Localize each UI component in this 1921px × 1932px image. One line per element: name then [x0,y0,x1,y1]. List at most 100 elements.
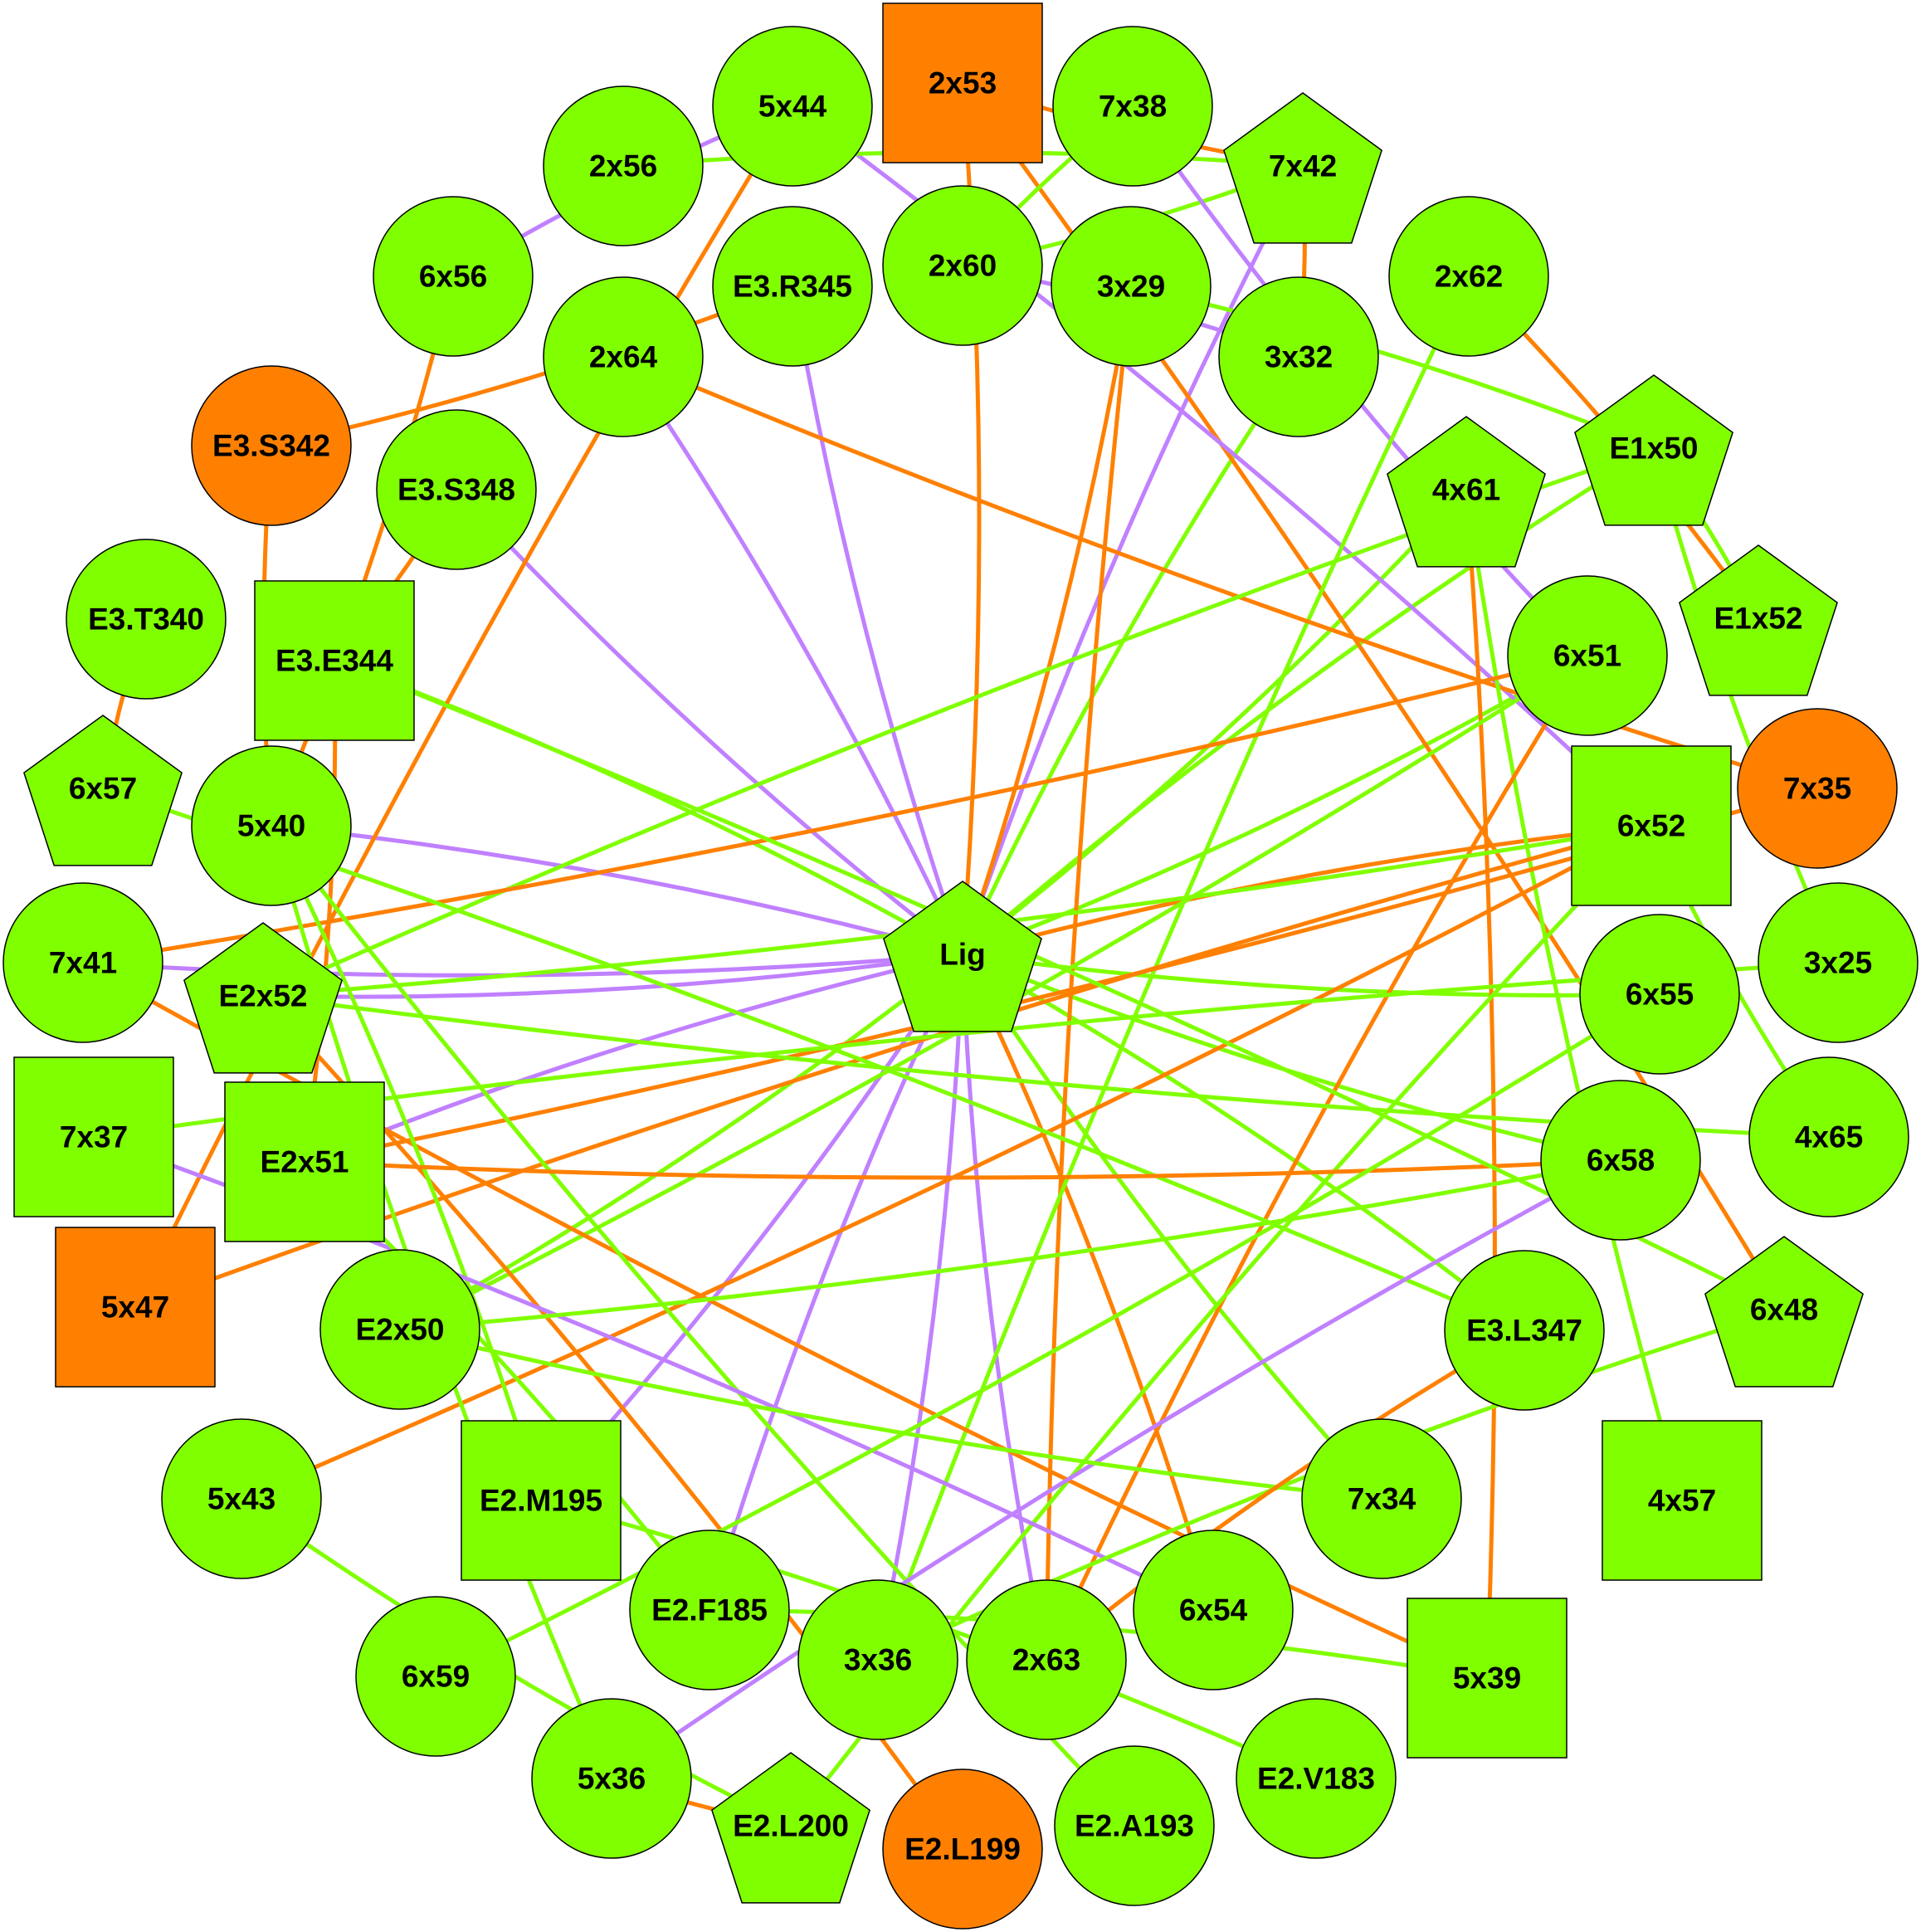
node-7x42: 7x42 [1223,92,1382,244]
node-6x56: 6x56 [373,196,534,357]
node-3x32: 3x32 [1218,276,1379,437]
node-circle-shape [531,1698,692,1859]
node-circle-shape [1540,1080,1701,1241]
node-2x62: 2x62 [1388,196,1549,357]
node-label: 5x47 [101,1290,169,1325]
node-label: E2.V183 [1257,1762,1375,1796]
node-5x47: 5x47 [55,1227,216,1388]
node-square-shape [882,2,1043,163]
edge-e3-r345-e3-s342 [271,284,793,448]
node-5x36: 5x36 [531,1698,692,1859]
node-label: E3.S342 [212,429,330,463]
node-label: 6x59 [402,1660,470,1694]
node-circle-shape [1388,196,1549,357]
edge-6x56-5x40 [269,276,456,827]
node-square-shape [13,1056,174,1217]
node-label: 6x51 [1553,639,1621,673]
edge-lig-3x29 [960,285,1134,955]
node-e1x50: E1x50 [1574,374,1733,526]
node-label: E1x50 [1610,432,1699,466]
node-label: 2x62 [1435,260,1503,294]
node-circle-shape [161,1418,322,1579]
node-7x37: 7x37 [13,1056,174,1217]
node-label: 4x57 [1648,1484,1716,1518]
node-5x43: 5x43 [161,1418,322,1579]
edge-lig-4x61 [961,488,1468,956]
node-label: 6x52 [1617,809,1685,843]
node-circle-shape [1737,708,1898,869]
node-circle-shape [373,196,534,357]
node-label: 6x55 [1626,978,1694,1012]
node-e2-l199: E2.L199 [882,1769,1043,1930]
node-label: Lig [939,938,985,972]
node-2x56: 2x56 [543,85,704,246]
node-4x57: 4x57 [1602,1420,1763,1581]
node-lig: Lig [883,881,1042,1032]
node-pentagon-shape [711,1752,870,1904]
node-2x60: 2x60 [882,185,1043,346]
node-label: 7x35 [1783,772,1851,806]
node-circle-shape [1052,26,1213,187]
node-circle-shape [712,26,873,187]
node-label: E2.F185 [651,1593,768,1627]
node-e3-l347: E3.L347 [1444,1250,1605,1411]
edges-layer [81,80,1841,1851]
node-e2x52: E2x52 [183,922,343,1074]
edge-4x61-4x57 [1464,489,1685,1501]
node-circle-shape [797,1579,958,1740]
node-pentagon-shape [883,881,1042,1032]
node-label: 2x56 [589,149,657,183]
node-square-shape [1571,745,1732,906]
node-circle-shape [1507,575,1668,736]
node-circle-shape [1236,1698,1397,1859]
node-circle-shape [1054,1745,1215,1906]
node-4x65: 4x65 [1748,1056,1909,1217]
node-label: 7x37 [60,1120,128,1154]
node-label: 4x65 [1795,1120,1863,1154]
node-6x52: 6x52 [1571,745,1732,906]
node-label: E3.T340 [88,603,204,637]
node-label: 2x63 [1012,1643,1080,1677]
node-e3-e344: E3.E344 [254,580,415,741]
edge-lig-e2x51 [304,952,963,1164]
node-square-shape [1602,1420,1763,1581]
edge-2x63-e3-l347 [1045,1328,1526,1661]
edge-6x51-7x41 [82,653,1588,965]
node-circle-shape [1133,1530,1294,1690]
node-circle-shape [2,882,163,1043]
edge-5x40-e2-m195 [269,824,544,1501]
node-e2-f185: E2.F185 [629,1530,790,1690]
node-circle-shape [543,85,704,246]
node-pentagon-shape [1704,1236,1864,1388]
edge-e2x51-6x58 [304,1158,1621,1180]
node-pentagon-shape [1679,544,1838,696]
node-label: 7x38 [1099,90,1167,124]
node-e3-t340: E3.T340 [66,539,227,700]
edge-lig-e3-r345 [790,285,965,955]
node-circle-shape [882,1769,1043,1930]
edge-2x62-3x36 [875,275,1471,1661]
node-e2x50: E2x50 [319,1249,480,1410]
node-3x36: 3x36 [797,1579,958,1740]
node-circle-shape [1444,1250,1605,1411]
node-label: E2.A193 [1075,1809,1194,1843]
node-pentagon-shape [183,922,343,1074]
node-label: 4x61 [1432,473,1500,507]
node-label: 7x34 [1348,1482,1416,1516]
node-label: 6x56 [419,260,487,294]
node-circle-shape [629,1530,790,1690]
node-5x39: 5x39 [1407,1598,1568,1759]
node-7x38: 7x38 [1052,26,1213,187]
node-label: 5x36 [578,1762,646,1796]
edge-lig-e3-e344 [334,658,964,957]
node-e3-s348: E3.S348 [376,409,537,570]
edge-6x59-6x55 [434,992,1661,1679]
node-square-shape [461,1420,622,1581]
node-6x55: 6x55 [1579,914,1740,1075]
node-6x54: 6x54 [1133,1530,1294,1690]
node-3x25: 3x25 [1758,882,1919,1043]
node-label: 3x29 [1097,270,1165,304]
node-square-shape [1407,1598,1568,1759]
node-circle-shape [1758,882,1919,1043]
